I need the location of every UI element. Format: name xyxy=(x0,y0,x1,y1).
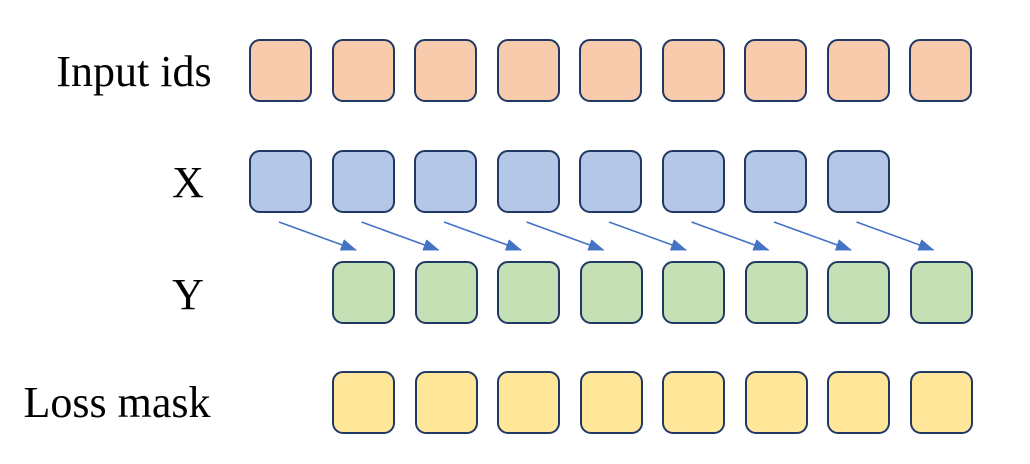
x-to-y-arrow xyxy=(526,221,605,251)
loss-mask-token-square xyxy=(827,371,890,434)
x-token-square xyxy=(331,150,395,213)
input-ids-token-square xyxy=(744,39,807,102)
x-token-square xyxy=(414,150,477,213)
x-token-square xyxy=(496,150,560,213)
row-label-y: Y xyxy=(172,270,204,319)
input-ids-token-square xyxy=(249,39,312,102)
loss-mask-token-square xyxy=(414,371,478,434)
row-label-input-ids: Input ids xyxy=(56,47,212,96)
x-to-y-arrow xyxy=(856,221,935,251)
x-to-y-arrow xyxy=(278,221,357,251)
input-ids-token-square xyxy=(579,39,642,102)
y-token-square xyxy=(332,261,395,324)
y-token-square xyxy=(909,261,973,324)
x-to-y-arrow xyxy=(443,221,522,251)
loss-mask-token-square xyxy=(909,371,973,434)
input-ids-token-square xyxy=(414,39,477,102)
x-token-square xyxy=(826,150,890,213)
input-ids-token-square xyxy=(331,39,395,102)
x-to-y-arrow xyxy=(361,221,440,251)
input-ids-token-square xyxy=(496,39,560,102)
y-token-square xyxy=(662,261,725,324)
y-token-square xyxy=(579,261,643,324)
input-ids-token-square xyxy=(909,39,972,102)
x-to-y-arrow xyxy=(773,221,852,251)
x-token-square xyxy=(744,150,807,213)
y-token-square xyxy=(744,261,808,324)
arrow-lines xyxy=(278,221,935,251)
input-ids-token-square xyxy=(661,39,725,102)
loss-mask-token-square xyxy=(662,371,725,434)
x-token-square xyxy=(579,150,642,213)
y-token-square xyxy=(497,261,560,324)
y-token-square xyxy=(827,261,890,324)
x-to-y-arrow xyxy=(691,221,770,251)
x-token-square xyxy=(661,150,725,213)
input-ids-token-square xyxy=(826,39,890,102)
x-token-square xyxy=(249,150,312,213)
loss-mask-token-square xyxy=(332,371,395,434)
loss-mask-token-square xyxy=(497,371,560,434)
loss-mask-token-square xyxy=(744,371,808,434)
y-token-square xyxy=(414,261,478,324)
row-label-loss-mask: Loss mask xyxy=(23,378,211,427)
row-label-x: X xyxy=(172,158,204,207)
loss-mask-token-square xyxy=(579,371,643,434)
x-to-y-arrow xyxy=(608,221,687,251)
